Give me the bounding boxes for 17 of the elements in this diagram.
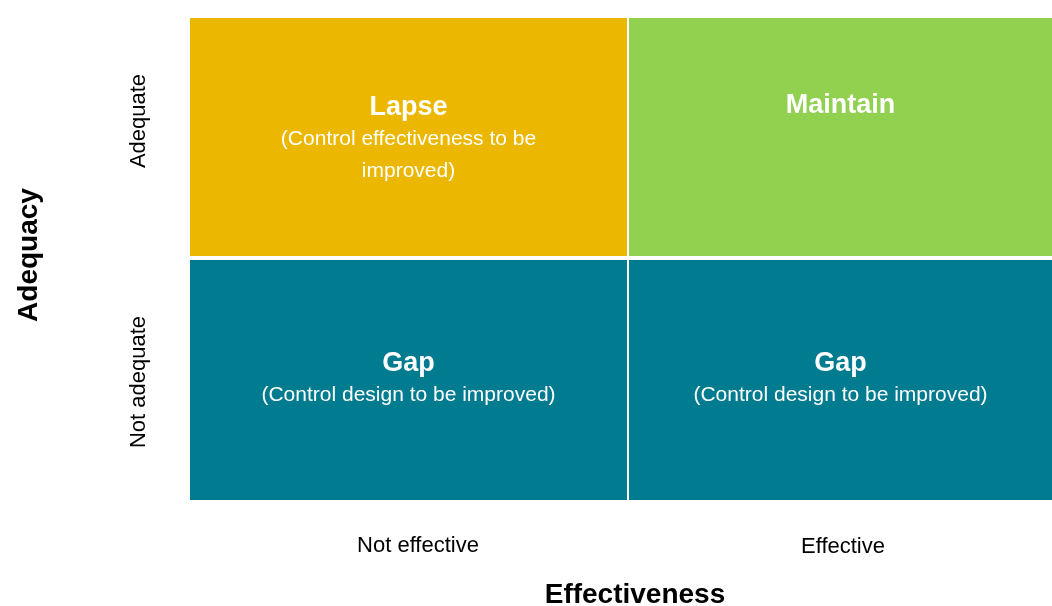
quadrant-description: (Control design to be improved) bbox=[260, 381, 557, 407]
quadrant-description: (Control effectiveness to be improved) bbox=[279, 125, 538, 183]
quadrant-box bbox=[629, 260, 1052, 500]
quadrant-title: Gap bbox=[814, 346, 867, 378]
axis-title: Effectiveness bbox=[544, 580, 726, 606]
quadrant-title: Lapse bbox=[369, 90, 448, 122]
quadrant-title: Gap bbox=[382, 346, 435, 378]
quadrant-box bbox=[190, 18, 627, 256]
quadrant-title: Maintain bbox=[785, 88, 896, 120]
axis-label: Adequate bbox=[127, 73, 149, 169]
axis-label: Effective bbox=[801, 535, 885, 557]
axis-label: Not effective bbox=[357, 534, 479, 556]
axis-title: Adequacy bbox=[14, 188, 42, 322]
axis-label: Not adequate bbox=[127, 315, 149, 449]
quadrant-box bbox=[629, 18, 1052, 256]
quadrant-box bbox=[190, 260, 627, 500]
quadrant-description: (Control design to be improved) bbox=[692, 381, 989, 407]
